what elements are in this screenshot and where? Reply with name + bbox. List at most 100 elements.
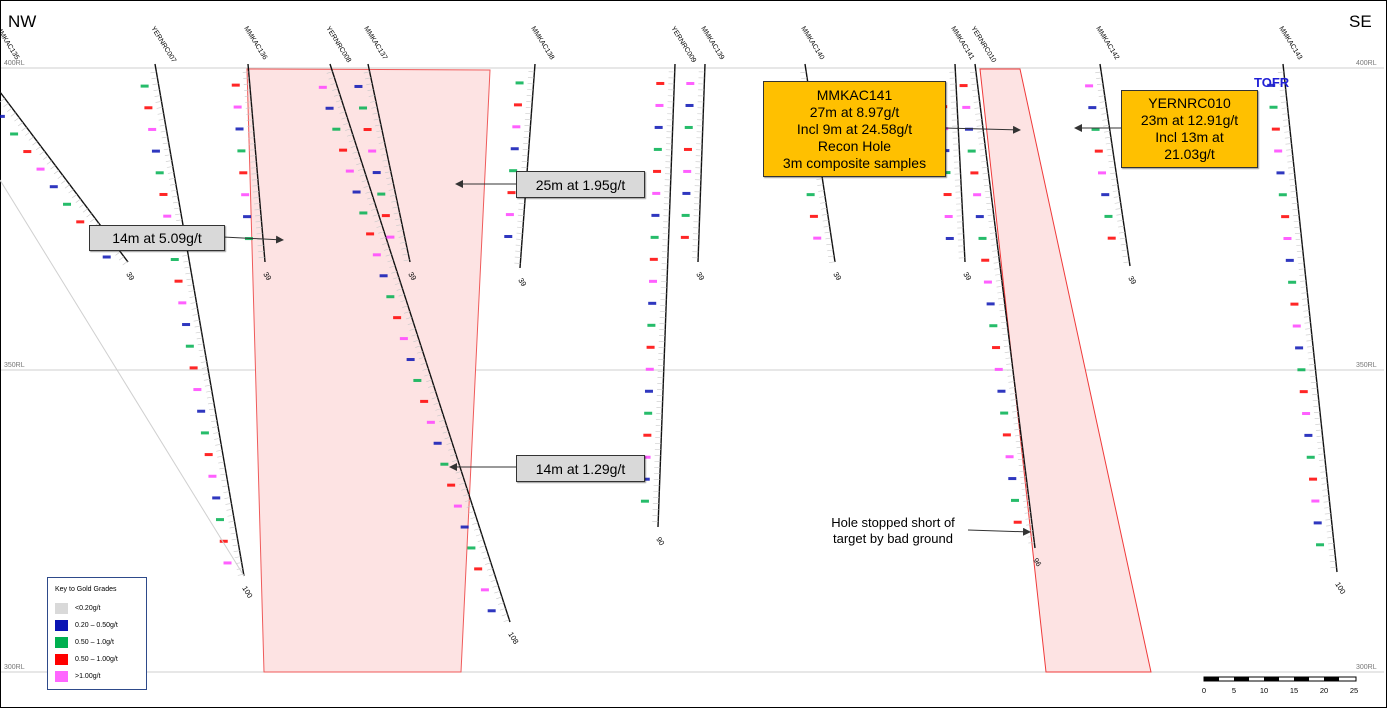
- sample-tick: [378, 231, 385, 234]
- sample-tick: [1296, 244, 1303, 246]
- sample-tick: [1317, 447, 1324, 449]
- hole-trace: [974, 63, 1036, 549]
- sample-tick: [46, 160, 52, 165]
- sample-tick: [1010, 399, 1017, 401]
- sample-tick: [223, 491, 230, 493]
- grade-mark: [144, 106, 153, 110]
- sample-tick: [996, 286, 1003, 288]
- callout-arrows-layer: [222, 124, 1121, 536]
- sample-tick: [218, 461, 225, 464]
- sample-tick: [975, 119, 982, 121]
- sample-tick: [1287, 161, 1294, 163]
- sample-tick: [211, 420, 218, 422]
- sample-tick: [339, 111, 346, 114]
- sample-tick: [1011, 405, 1018, 407]
- sample-tick: [1012, 416, 1019, 419]
- sample-tick: [152, 83, 159, 86]
- sample-tick: [413, 339, 420, 343]
- sample-tick: [1310, 375, 1317, 378]
- sample-tick: [1329, 560, 1336, 563]
- sample-tick: [1286, 155, 1293, 157]
- callout-line: Recon Hole: [817, 137, 892, 154]
- grade-mark: [1292, 324, 1301, 328]
- sample-tick: [398, 294, 405, 297]
- sample-tick: [213, 432, 220, 434]
- hole-depth-label: 100: [240, 584, 254, 599]
- sample-tick: [39, 150, 45, 155]
- sample-tick: [409, 328, 416, 331]
- grade-mark: [420, 399, 429, 403]
- sample-tick: [163, 148, 170, 151]
- sample-tick: [433, 402, 440, 405]
- projected-hole: [0, 179, 245, 577]
- sample-tick: [995, 274, 1002, 276]
- sample-tick: [1320, 477, 1328, 479]
- sample-tick: [1308, 358, 1315, 360]
- sample-tick: [382, 159, 389, 162]
- grade-mark: [386, 295, 395, 299]
- sample-tick: [994, 268, 1001, 270]
- grade-mark: [377, 192, 386, 196]
- sample-tick: [998, 297, 1005, 300]
- sample-tick: [1292, 208, 1299, 211]
- sample-tick: [450, 453, 456, 457]
- sample-tick: [222, 485, 229, 487]
- callout-arrow: [943, 125, 1021, 134]
- sample-tick: [1326, 531, 1333, 533]
- grade-mark: [994, 367, 1003, 371]
- sample-tick: [497, 602, 504, 605]
- hole-depth-label: 39: [1126, 274, 1138, 286]
- callout-line: 23m at 12.91g/t: [1140, 112, 1239, 128]
- grade-mark: [964, 127, 973, 131]
- sample-tick: [373, 118, 380, 121]
- sample-tick: [1008, 381, 1015, 383]
- grade-mark: [1000, 411, 1009, 415]
- sample-tick: [486, 568, 493, 571]
- sample-tick: [1293, 220, 1300, 223]
- grade-mark: [23, 150, 32, 154]
- sample-tick: [328, 77, 335, 80]
- grade-mark: [507, 191, 516, 195]
- sample-tick: [162, 142, 169, 145]
- sample-tick: [160, 130, 167, 133]
- callout-arrow: [222, 235, 284, 244]
- sample-tick: [214, 438, 221, 440]
- grade-mark: [504, 235, 513, 239]
- sample-tick: [153, 89, 160, 91]
- grade-mark: [1091, 127, 1100, 131]
- sample-tick: [1118, 231, 1126, 234]
- sample-tick: [1297, 256, 1304, 258]
- sample-tick: [21, 126, 27, 131]
- hole-name-label: MMKAC140: [799, 25, 825, 61]
- grade-mark: [155, 171, 164, 175]
- grade-mark: [645, 367, 654, 371]
- sample-tick: [825, 237, 832, 240]
- callout-yernrc010: YERNRC010 23m at 12.91g/t Incl 13m at 21…: [1121, 90, 1258, 168]
- grade-mark: [973, 193, 982, 197]
- sample-tick: [816, 178, 823, 180]
- sample-tick: [1329, 554, 1336, 557]
- sample-tick: [439, 419, 445, 423]
- grade-mark: [223, 561, 232, 565]
- sample-tick: [1291, 196, 1298, 199]
- sample-tick: [451, 459, 458, 463]
- grade-mark: [237, 149, 246, 153]
- sample-tick: [1104, 136, 1111, 139]
- grade-mark: [684, 125, 693, 129]
- grade-mark: [151, 149, 160, 153]
- sample-tick: [980, 155, 987, 157]
- sample-tick: [183, 260, 190, 263]
- sample-tick: [249, 155, 256, 157]
- hole-trace: [697, 63, 706, 263]
- sample-tick: [245, 107, 252, 109]
- sample-tick: [75, 198, 81, 203]
- sample-tick: [986, 208, 993, 210]
- grade-mark: [325, 106, 334, 110]
- sample-tick: [418, 356, 425, 360]
- grade-mark: [193, 388, 202, 392]
- sample-tick: [826, 243, 833, 246]
- sample-tick: [1121, 249, 1128, 252]
- sample-tick: [371, 106, 378, 109]
